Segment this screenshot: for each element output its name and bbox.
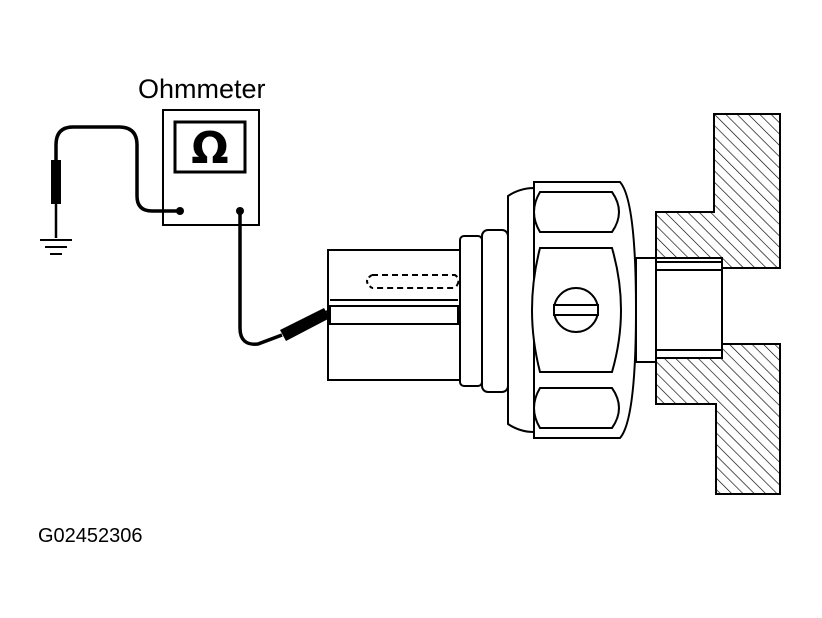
sensor-connector	[327, 249, 461, 381]
sensor-threaded-shank	[635, 257, 723, 363]
sensor-flange	[459, 186, 535, 434]
ground-icon	[40, 239, 72, 255]
sensor-hex-nut	[531, 181, 638, 439]
mounting-wall	[655, 113, 781, 495]
ground-lead	[51, 125, 180, 238]
ohm-symbol-icon: Ω	[191, 123, 228, 174]
figure-code: G02452306	[38, 525, 143, 547]
ohmmeter-label: Ohmmeter	[138, 74, 266, 104]
ohmmeter: Ω	[162, 109, 260, 226]
